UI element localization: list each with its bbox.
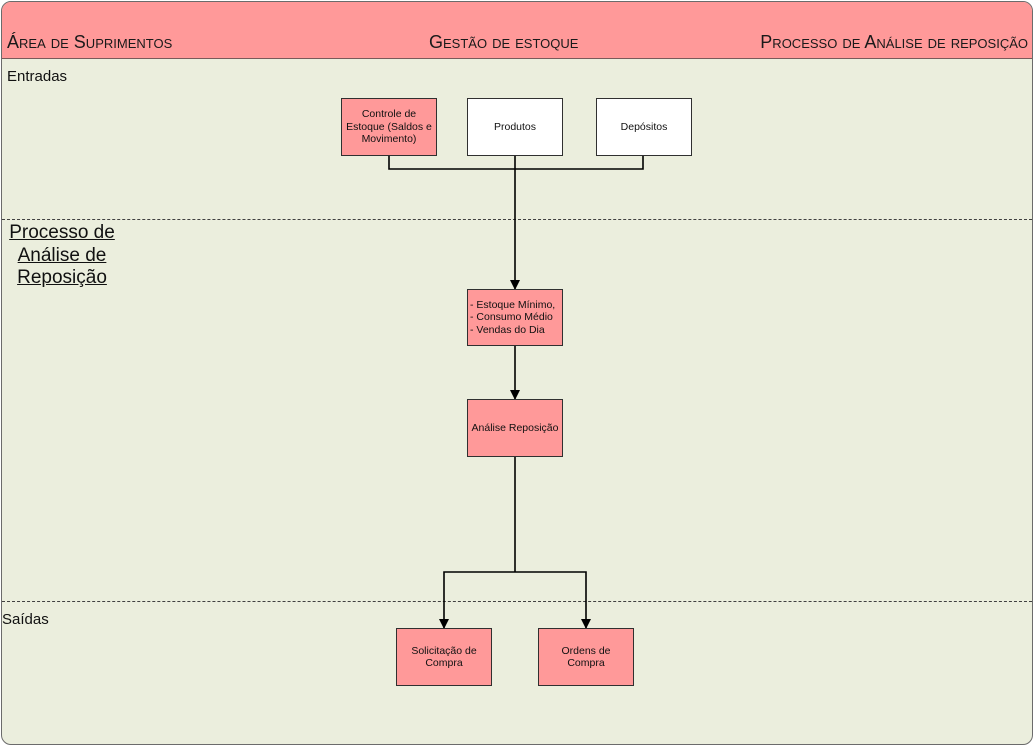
- box-produtos: Produtos: [467, 98, 563, 156]
- header-process-title: Processo de Análise de reposição: [760, 32, 1028, 52]
- arrow-to-solicitacao: [439, 571, 515, 629]
- box-analise-reposicao: Análise Reposição: [467, 399, 563, 457]
- lane-separator-entradas: [2, 219, 1032, 220]
- header-bar: Área de Suprimentos Gestão de estoque Pr…: [2, 2, 1032, 59]
- header-module-title: Gestão de estoque: [429, 32, 579, 52]
- header-area-title: Área de Suprimentos: [7, 32, 173, 52]
- box-ordens-compra: Ordens de Compra: [538, 628, 634, 686]
- lane-label-processo: Processo de Análise de Reposição: [9, 222, 115, 288]
- arrow-to-ordens: [515, 571, 591, 629]
- box-parametros: - Estoque Mínimo, - Consumo Médio - Vend…: [467, 289, 563, 346]
- connector-depositos: [515, 155, 644, 170]
- box-controle-estoque: Controle de Estoque (Saldos e Movimento): [341, 98, 437, 156]
- lane-separator-saidas: [2, 601, 1032, 602]
- box-depositos: Depósitos: [596, 98, 692, 156]
- box-solicitacao-compra: Solicitação de Compra: [396, 628, 492, 686]
- lane-label-entradas: Entradas: [7, 68, 68, 85]
- connector-controle: [388, 155, 515, 170]
- lane-label-saidas: Saídas: [2, 611, 49, 628]
